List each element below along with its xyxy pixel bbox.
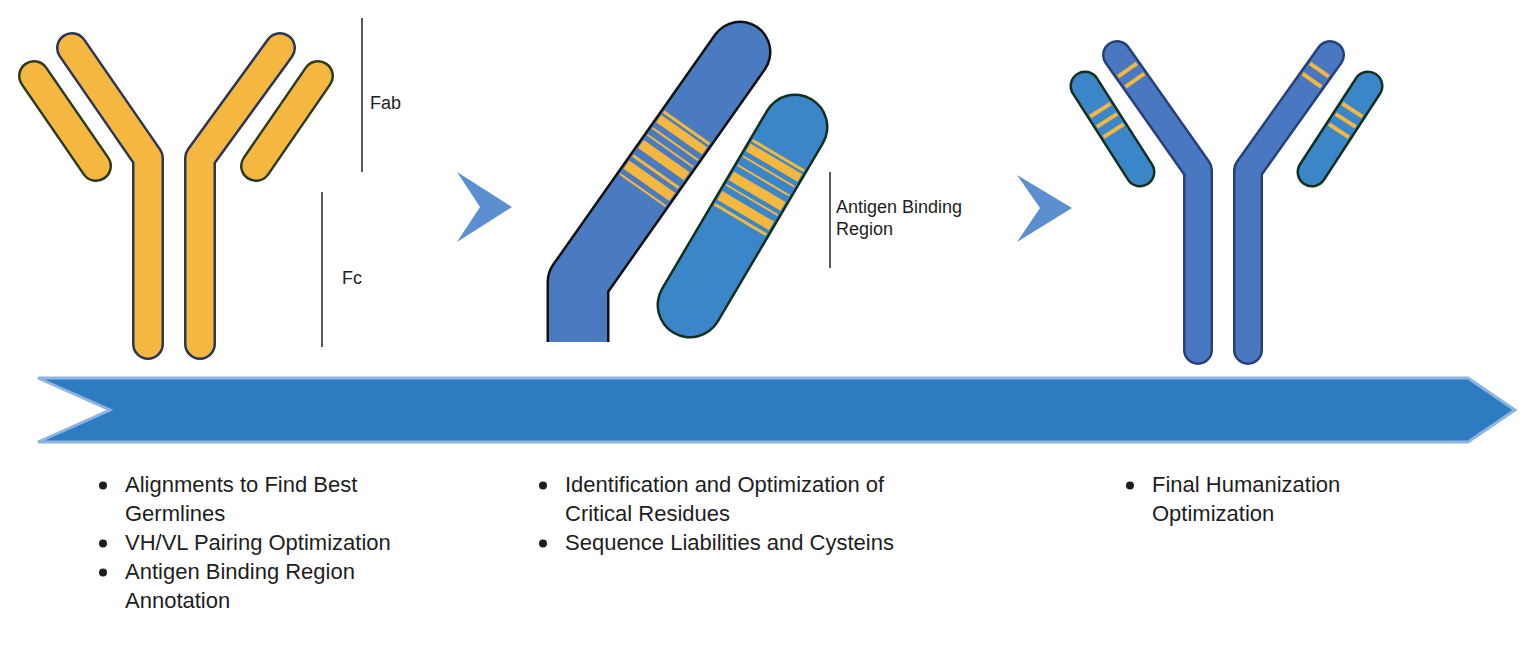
chain-outline [200,48,280,344]
humanized-antibody [1085,55,1368,350]
fc-bracket [321,192,323,347]
cdr-stripe [620,174,666,206]
bullet-dot [539,482,547,490]
chain-fill [690,127,795,305]
bullet-dot [99,482,107,490]
region-bracket [829,172,831,268]
cdr-stripe [1303,74,1322,87]
chain-fill [1117,55,1198,350]
part-label: Fab [370,92,430,114]
step-item: Alignments to Find Best Germlines [125,470,440,528]
step-item: Antigen Binding Region Annotation [125,557,440,615]
bullet-dot [99,569,107,577]
chain-outline [1117,55,1198,350]
chain-outline [256,76,318,166]
cdr-stripe [1329,124,1349,137]
chain-outline [1312,86,1368,172]
step-chevron [457,172,512,242]
cdr-stripe [659,119,705,151]
cdr-stripe [1118,63,1137,76]
cdr-stripe [748,147,800,177]
chain-fill [200,48,280,344]
step-item: Sequence Liabilities and Cysteins [565,528,910,557]
chain-fill [34,76,96,166]
step-item: Final Humanization Optimization [1152,470,1382,528]
step-item: Identification and Optimization of Criti… [565,470,910,528]
fab-bracket [361,18,363,172]
region-label: Antigen Binding Region [836,196,996,240]
cdr-stripe [1342,104,1362,117]
part-label: Fc [342,267,402,289]
bullet-dot [539,540,547,548]
cdr-stripe [641,144,687,176]
cdr-stripe [1103,124,1123,137]
chain-outline [72,48,148,344]
murine-antibody [34,48,318,344]
cdr-stripe [626,165,672,197]
step-item: VH/VL Pairing Optimization [125,528,440,557]
timeline-arrow [38,378,1515,442]
chain-outline [690,127,795,305]
bullet-dot [1126,482,1134,490]
fab-zoom [578,52,804,342]
chain-fill [72,48,148,344]
cdr-stripe [1097,114,1117,127]
chain-fill [1085,86,1140,172]
chain-outline [34,76,96,166]
chain-fill [256,76,318,166]
chain-outline [1085,86,1140,172]
chain-outline [1248,55,1330,350]
cdr-stripe [1310,63,1329,76]
cdr-stripe [1336,114,1356,127]
cdr-stripe [1125,74,1144,87]
chain-fill [1312,86,1368,172]
step-chevron [1017,175,1072,242]
cdr-stripe [1090,104,1110,117]
cdr-stripe [715,204,767,234]
bullet-dot [99,540,107,548]
chain-fill [1248,55,1330,350]
